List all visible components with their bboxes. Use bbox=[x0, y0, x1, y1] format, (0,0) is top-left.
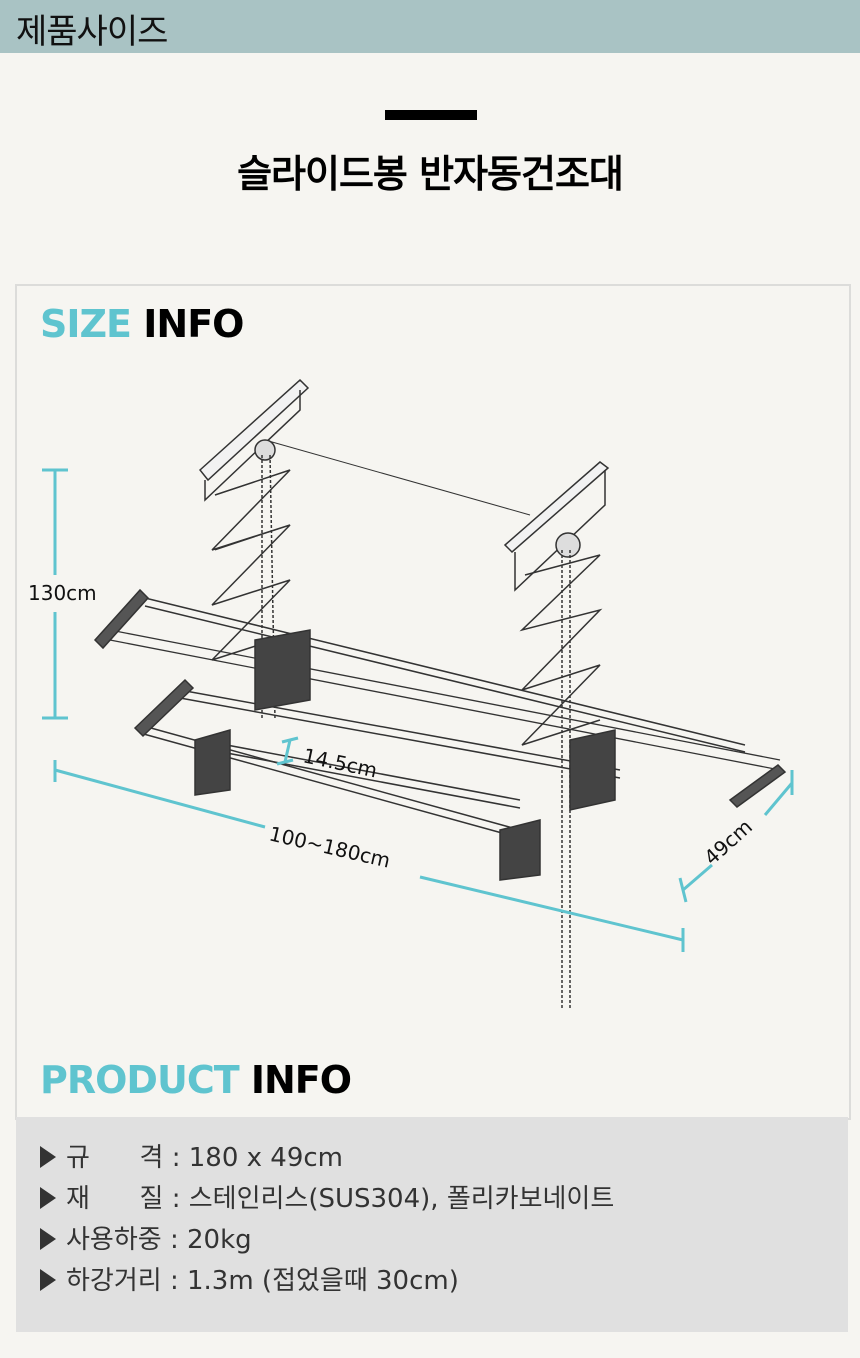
spec-panel: 규 격 : 180 x 49cm 재 질 : 스테인리스(SUS304), 폴리… bbox=[16, 1117, 848, 1332]
spec-label: 사용하중 bbox=[66, 1225, 162, 1255]
size-info-heading: SIZE INFO bbox=[40, 302, 244, 346]
spec-label: 하강거리 bbox=[66, 1266, 162, 1296]
heading-rest: INFO bbox=[143, 302, 244, 346]
depth-label: 49cm bbox=[699, 814, 757, 869]
dimension-lines bbox=[42, 468, 794, 952]
page-header: 제품사이즈 bbox=[0, 0, 860, 53]
heading-highlight: PRODUCT bbox=[40, 1058, 240, 1102]
spec-value: 180 x 49cm bbox=[188, 1143, 343, 1173]
product-title: 슬라이드봉 반자동건조대 bbox=[237, 152, 624, 196]
triangle-bullet-icon bbox=[40, 1228, 56, 1250]
spec-row: 하강거리 : 1.3m (접었을때 30cm) bbox=[40, 1260, 459, 1297]
triangle-bullet-icon bbox=[40, 1146, 56, 1168]
triangle-bullet-icon bbox=[40, 1187, 56, 1209]
spec-label: 규 격 bbox=[66, 1143, 164, 1173]
header-title: 제품사이즈 bbox=[16, 12, 168, 52]
height-label: 130cm bbox=[28, 581, 97, 605]
heading-highlight: SIZE bbox=[40, 302, 132, 346]
product-diagram: 130cm 14.5cm 100~180cm 49cm bbox=[28, 378, 794, 1010]
product-info-heading: PRODUCT INFO bbox=[40, 1058, 352, 1102]
spec-row: 사용하중 : 20kg bbox=[40, 1219, 252, 1256]
spec-row: 규 격 : 180 x 49cm bbox=[40, 1137, 343, 1174]
spec-value: 20kg bbox=[186, 1225, 252, 1255]
triangle-bullet-icon bbox=[40, 1269, 56, 1291]
title-divider bbox=[385, 110, 477, 120]
rod-gap-label: 14.5cm bbox=[301, 743, 379, 782]
drying-rack-drawing bbox=[93, 378, 787, 1010]
spec-row: 재 질 : 스테인리스(SUS304), 폴리카보네이트 bbox=[40, 1178, 614, 1215]
heading-rest: INFO bbox=[250, 1058, 352, 1102]
spec-value: 1.3m (접었을때 30cm) bbox=[186, 1266, 459, 1296]
spec-value: 스테인리스(SUS304), 폴리카보네이트 bbox=[188, 1184, 615, 1214]
spec-label: 재 질 bbox=[66, 1184, 164, 1214]
width-label: 100~180cm bbox=[267, 821, 393, 872]
